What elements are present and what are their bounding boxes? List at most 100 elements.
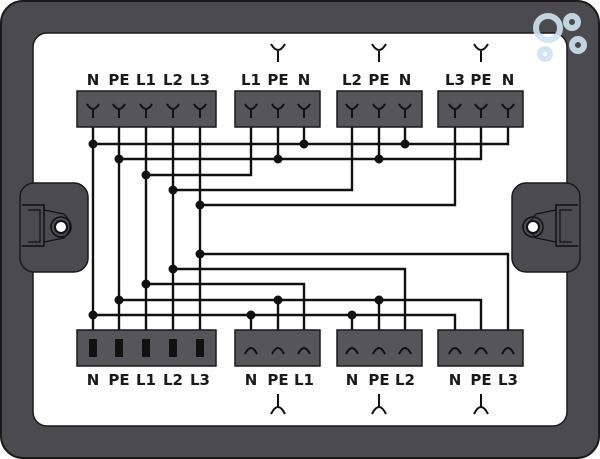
terminal-label: N [298, 71, 311, 89]
terminal-label: L3 [445, 71, 465, 89]
socket-terminal-icon [501, 347, 515, 355]
junction-dot [114, 295, 124, 305]
top-connector-3: L3 PE N [437, 43, 524, 128]
socket-terminal-icon [345, 103, 359, 118]
socket-terminal-icon [244, 347, 258, 355]
screw-hole [522, 216, 544, 238]
junction-dot [273, 295, 283, 305]
terminal-label: L3 [190, 371, 210, 389]
plug-symbol-icon [371, 394, 387, 415]
wire [200, 252, 510, 348]
wire [173, 110, 354, 192]
pin-terminal-icon [89, 339, 97, 357]
socket-terminal-icon [501, 103, 515, 118]
socket-symbol-icon [473, 43, 489, 62]
terminal-label: PE [267, 371, 288, 389]
terminal-label: L2 [163, 71, 183, 89]
junction-dot [374, 154, 384, 164]
junction-dot [114, 154, 124, 164]
socket-terminal-icon [448, 103, 462, 118]
terminal-label: PE [267, 71, 288, 89]
socket-terminal-icon [166, 103, 180, 118]
junction-dot [400, 139, 410, 149]
input-connector: N PE L1 L2 L3 [76, 71, 217, 128]
pin-terminal-icon [196, 339, 204, 357]
junction-dot [88, 310, 98, 320]
junction-dot [374, 295, 384, 305]
socket-terminal-icon [139, 103, 153, 118]
junction-dot [141, 279, 151, 289]
terminal-label: PE [368, 71, 389, 89]
terminal-label: PE [368, 371, 389, 389]
junction-dot [168, 185, 178, 195]
socket-terminal-icon [86, 103, 100, 118]
terminal-label: PE [108, 71, 129, 89]
terminal-label: PE [108, 371, 129, 389]
socket-terminal-icon [345, 347, 359, 355]
socket-terminal-icon [193, 103, 207, 118]
output-connector: N PE L1 L2 L3 [76, 329, 217, 389]
pin-terminal-icon [169, 339, 177, 357]
top-connector-2: L2 PE N [336, 43, 423, 128]
terminal-label: PE [470, 371, 491, 389]
right-mounting-tab [511, 182, 581, 273]
pin-terminal-icon [142, 339, 150, 357]
terminal-label: L1 [136, 371, 156, 389]
terminal-label: N [245, 371, 258, 389]
terminal-label: L2 [163, 371, 183, 389]
junction-dot [347, 310, 357, 320]
left-mounting-tab [19, 182, 89, 273]
junction-dot [273, 154, 283, 164]
bottom-connector-3: N PE L3 [437, 329, 524, 415]
socket-terminal-icon [398, 103, 412, 118]
junction-dot [168, 264, 178, 274]
socket-symbol-icon [270, 43, 286, 62]
terminal-label: PE [470, 71, 491, 89]
terminal-label: N [346, 371, 359, 389]
socket-terminal-icon [398, 347, 412, 355]
junction-dot [195, 249, 205, 259]
socket-terminal-icon [244, 103, 258, 118]
terminal-label: L1 [241, 71, 261, 89]
socket-terminal-icon [372, 347, 386, 355]
terminal-label: N [502, 71, 515, 89]
terminal-label: L2 [395, 371, 415, 389]
terminal-label: L1 [294, 371, 314, 389]
terminal-label: L3 [190, 71, 210, 89]
screw-hole [50, 216, 72, 238]
junction-dot [195, 200, 205, 210]
junction-dot [88, 139, 98, 149]
socket-terminal-icon [448, 347, 462, 355]
wire [146, 282, 306, 348]
socket-terminal-icon [112, 103, 126, 118]
terminal-label: N [87, 371, 100, 389]
terminal-label: L2 [342, 71, 362, 89]
socket-terminal-icon [271, 347, 285, 355]
socket-terminal-icon [297, 103, 311, 118]
socket-terminal-icon [474, 103, 488, 118]
wire [200, 110, 457, 207]
terminal-label: N [87, 71, 100, 89]
terminal-label: L3 [498, 371, 518, 389]
watermark-logo [533, 13, 587, 62]
terminal-label: N [449, 371, 462, 389]
plug-symbol-icon [473, 394, 489, 415]
junction-dot [246, 310, 256, 320]
socket-terminal-icon [474, 347, 488, 355]
bottom-connector-1: N PE L1 [234, 329, 321, 415]
socket-terminal-icon [271, 103, 285, 118]
plug-symbol-icon [270, 394, 286, 415]
socket-terminal-icon [372, 103, 386, 118]
terminal-label: L1 [136, 71, 156, 89]
pin-terminal-icon [115, 339, 123, 357]
socket-symbol-icon [371, 43, 387, 62]
junction-dot [141, 170, 151, 180]
top-connector-1: L1 PE N [234, 43, 321, 128]
junction-dot [299, 139, 309, 149]
wire [146, 110, 253, 177]
bottom-connector-2: N PE L2 [336, 329, 423, 415]
wire [173, 267, 407, 348]
terminal-label: N [399, 71, 412, 89]
